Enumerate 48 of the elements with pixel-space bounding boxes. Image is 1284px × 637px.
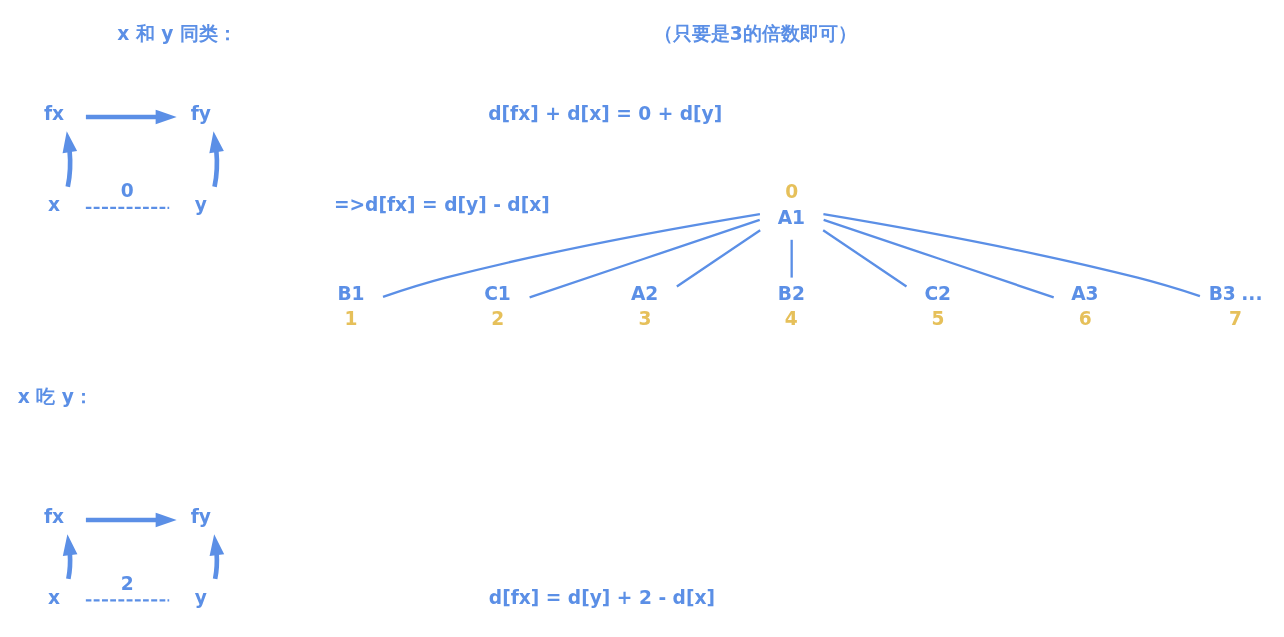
node-text: x <box>47 586 60 608</box>
node-text: fx <box>43 103 65 125</box>
label: x 和 y 同类： <box>117 22 237 44</box>
label: （只要是3的倍数即可） <box>653 22 857 44</box>
node-label: 6 <box>1078 308 1092 330</box>
node-label: 4 <box>784 308 798 330</box>
node-label: 2 <box>491 308 505 330</box>
connector <box>790 239 793 278</box>
edge-label: 2 <box>120 572 134 594</box>
node-text: B1 <box>337 282 365 304</box>
node-text: y <box>194 194 207 216</box>
arrow <box>209 534 225 580</box>
label: d[fx] + d[x] = 0 + d[y] <box>488 103 723 125</box>
node-text: A3 <box>1071 282 1099 304</box>
node-label: ... <box>1241 282 1263 304</box>
connector <box>676 229 761 288</box>
node-text: A2 <box>630 282 659 304</box>
connector <box>85 206 170 209</box>
connector <box>822 229 908 288</box>
arrow <box>62 131 78 188</box>
node-text: x <box>47 194 60 216</box>
arrow <box>209 131 224 188</box>
node-text: C1 <box>484 282 511 304</box>
connector <box>529 218 761 299</box>
connector <box>85 599 170 602</box>
node-text: fx <box>43 506 65 528</box>
node-label: 7 <box>1229 308 1243 330</box>
label: x 吃 y： <box>17 386 93 408</box>
label: =>d[fx] = d[y] - d[x] <box>333 194 550 216</box>
node-text: B3 <box>1208 282 1236 304</box>
arrow <box>62 534 78 580</box>
node-label: 5 <box>931 308 945 330</box>
node-label: 0 <box>785 181 799 203</box>
arrow <box>85 109 177 125</box>
node-label: 1 <box>344 308 358 330</box>
connector <box>823 218 1055 299</box>
node-text: y <box>194 586 207 608</box>
node-text: fy <box>190 506 211 528</box>
node-text: B2 <box>777 282 805 304</box>
node-text: A1 <box>777 206 806 228</box>
edge-label: 0 <box>120 180 134 202</box>
connector <box>382 212 761 298</box>
connector <box>823 213 1201 298</box>
node-text: fy <box>190 103 211 125</box>
node-label: 3 <box>638 308 652 330</box>
node-text: C2 <box>924 282 952 304</box>
arrow <box>85 512 177 528</box>
label: d[fx] = d[y] + 2 - d[x] <box>488 586 715 608</box>
